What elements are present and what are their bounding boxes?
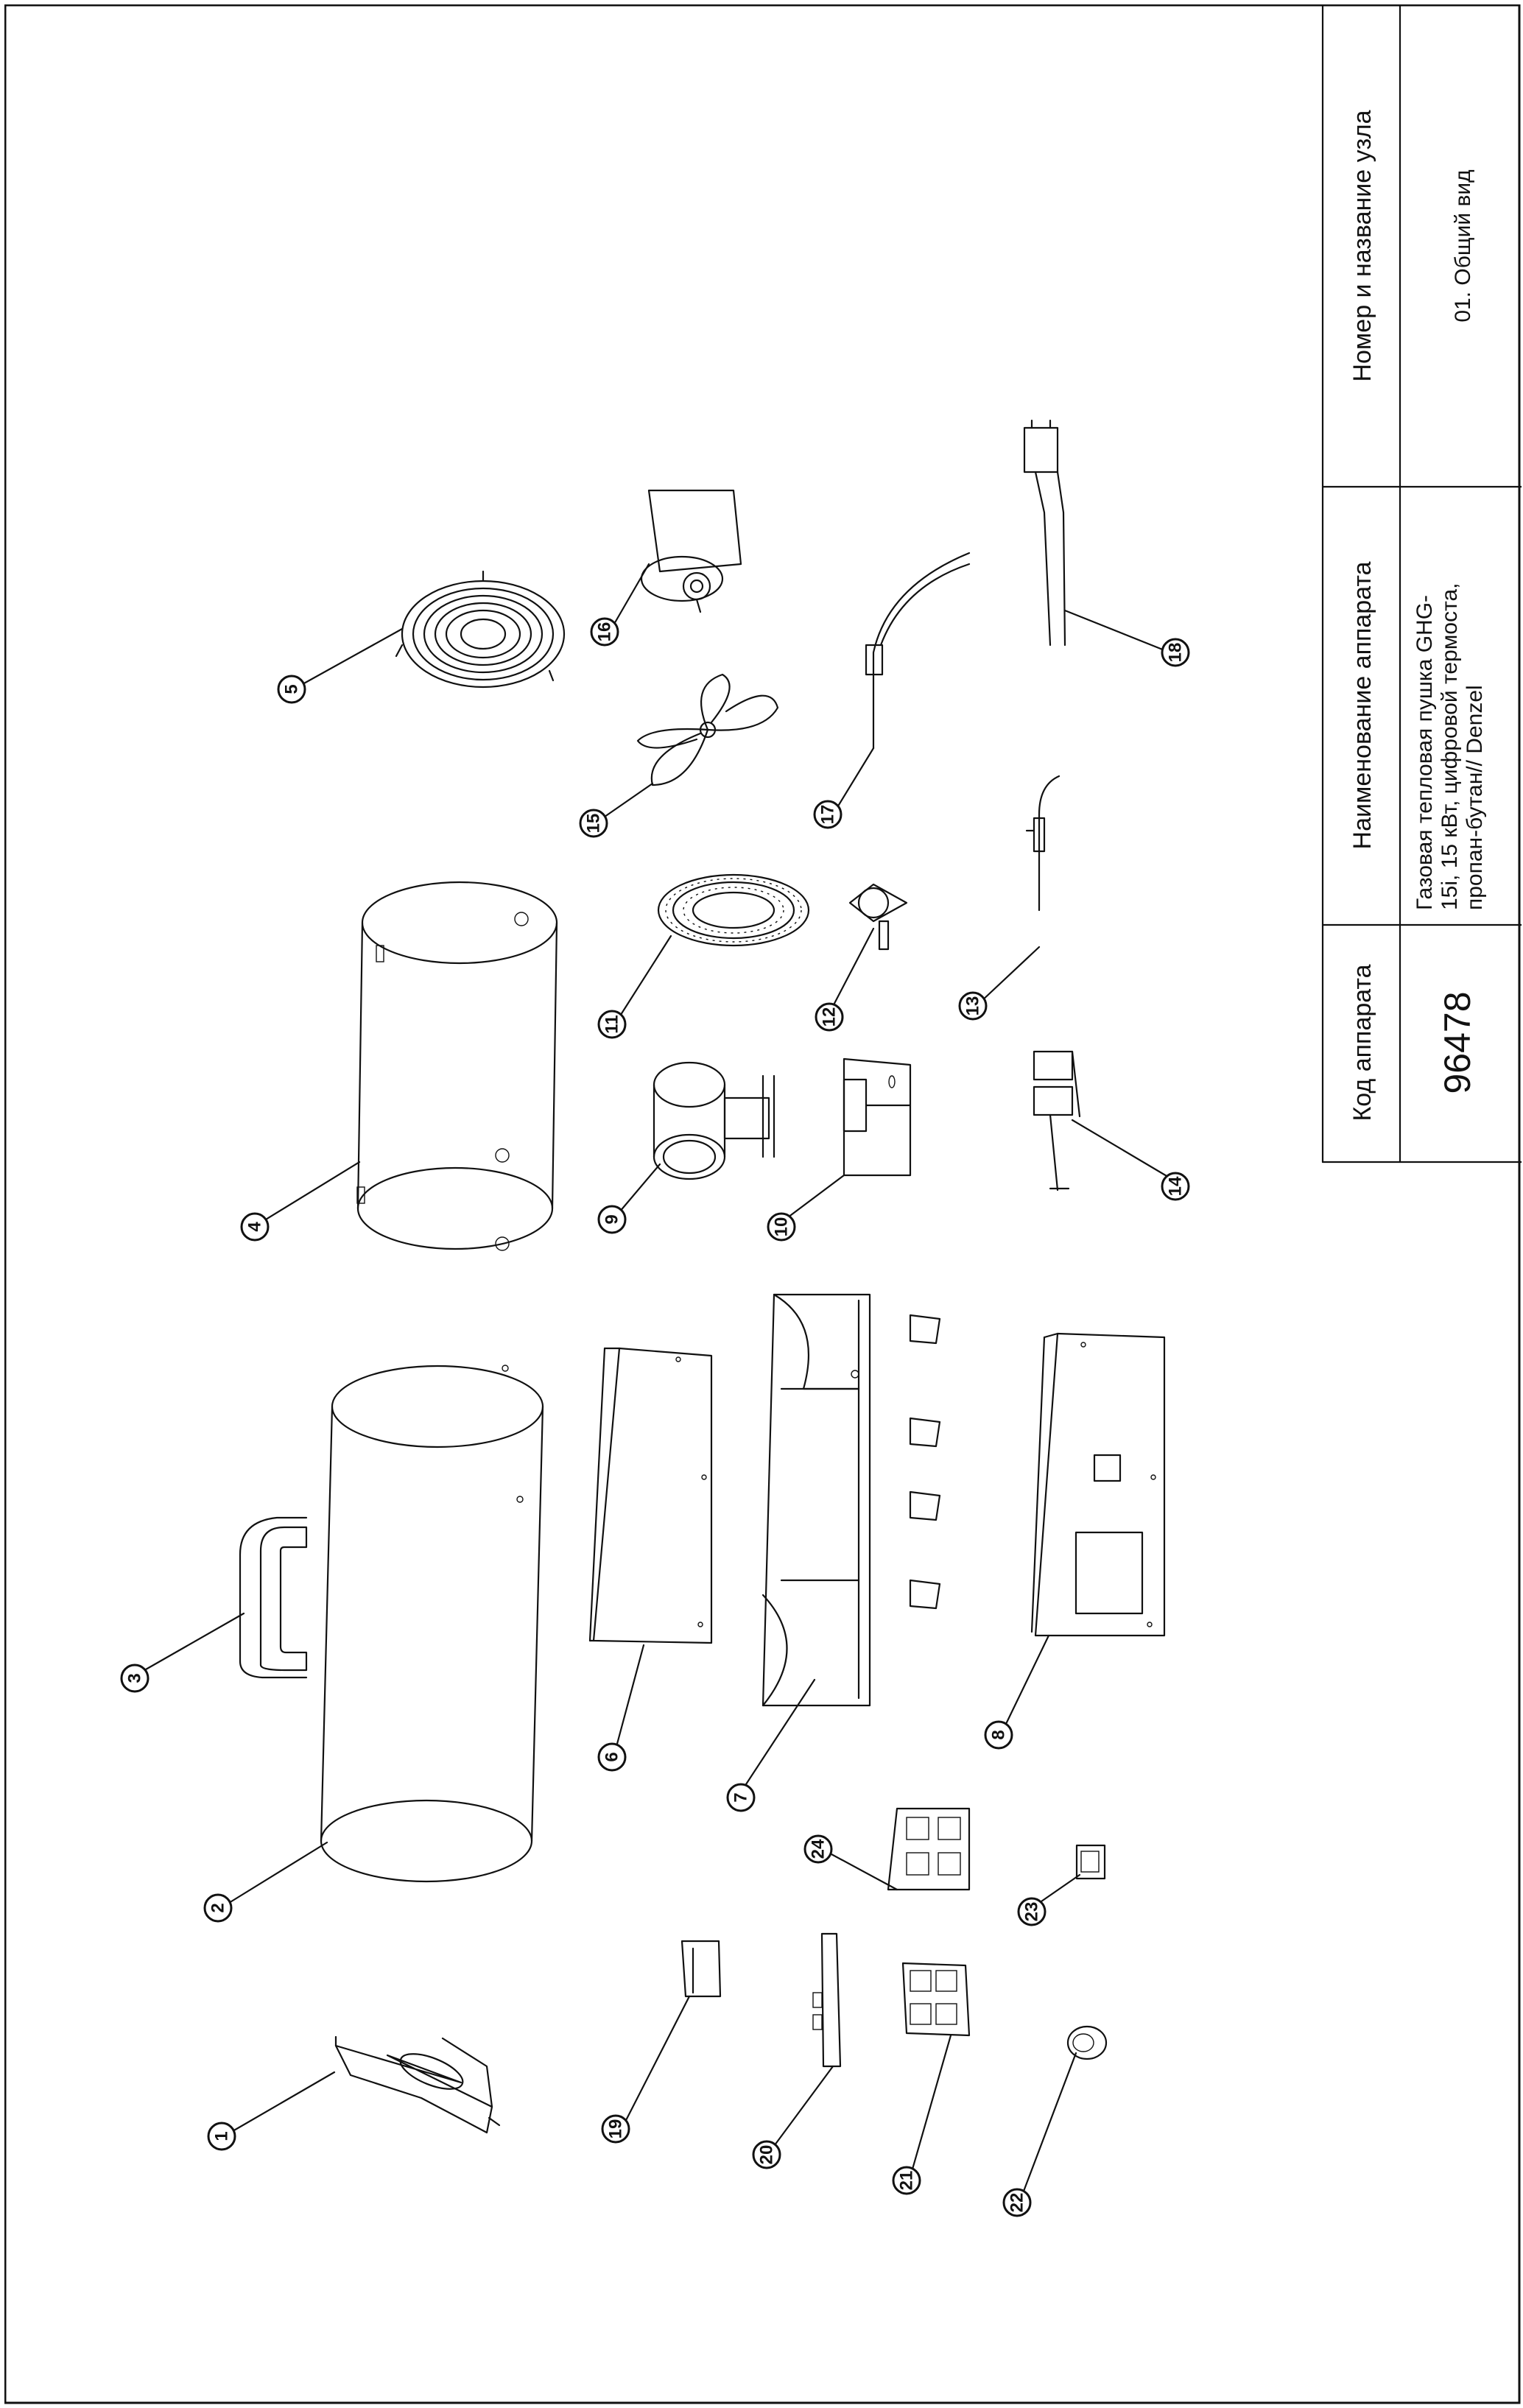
callout-4: 4 bbox=[240, 1212, 270, 1242]
svg-text:11: 11 bbox=[602, 1015, 622, 1033]
code-header: Код аппарата bbox=[1348, 964, 1376, 1121]
callout-17: 17 bbox=[813, 800, 843, 829]
svg-text:19: 19 bbox=[606, 2119, 626, 2139]
name-line-1: Газовая тепловая пушка GHG- bbox=[1413, 595, 1437, 910]
callout-24: 24 bbox=[803, 1834, 833, 1864]
part-8-control-panel-drawing bbox=[1030, 1332, 1166, 1637]
callout-7: 7 bbox=[726, 1783, 756, 1812]
svg-text:5: 5 bbox=[282, 684, 302, 694]
part-2-outer-casing-drawing bbox=[320, 1365, 544, 1883]
svg-text:10: 10 bbox=[772, 1217, 792, 1237]
sheet-border bbox=[4, 4, 1521, 2404]
svg-text:8: 8 bbox=[989, 1730, 1009, 1739]
callout-15: 15 bbox=[579, 809, 608, 838]
callout-3: 3 bbox=[120, 1664, 150, 1693]
callout-9: 9 bbox=[597, 1205, 627, 1234]
name-header: Наименование аппарата bbox=[1348, 561, 1376, 849]
callout-2: 2 bbox=[203, 1893, 233, 1923]
svg-text:1: 1 bbox=[212, 2131, 232, 2141]
part-16-motor-drawing bbox=[640, 489, 742, 613]
svg-text:23: 23 bbox=[1022, 1902, 1042, 1922]
exploded-view-diagram: Код аппарата 96478 Наименование аппарата… bbox=[4, 4, 1522, 2404]
part-21-display-board-drawing bbox=[901, 1962, 971, 2037]
name-line-2: 15i, 15 кВт, цифровой термоста, bbox=[1438, 582, 1462, 910]
svg-text:24: 24 bbox=[809, 1839, 829, 1859]
part-11-diffuser-disc-drawing bbox=[657, 873, 810, 947]
part-10-bracket-drawing bbox=[843, 1057, 912, 1177]
svg-text:4: 4 bbox=[245, 1222, 265, 1232]
parts-diagram-sheet: Код аппарата 96478 Наименование аппарата… bbox=[4, 4, 1522, 2405]
callout-5: 5 bbox=[277, 675, 306, 704]
svg-text:13: 13 bbox=[963, 996, 983, 1016]
part-13-sensor-drawing bbox=[1025, 775, 1061, 912]
part-17-igniter-drawing bbox=[865, 552, 971, 750]
part-5-fan-guard-drawing bbox=[395, 570, 566, 689]
svg-text:20: 20 bbox=[757, 2145, 777, 2165]
svg-text:16: 16 bbox=[595, 622, 615, 642]
callout-22: 22 bbox=[1002, 2188, 1032, 2217]
callout-13: 13 bbox=[958, 991, 988, 1021]
part-14-switch-drawing bbox=[1033, 1050, 1081, 1191]
unit-value: 01. Общий вид bbox=[1451, 169, 1475, 322]
name-line-3: пропан-бутан// Denzel bbox=[1463, 685, 1487, 910]
part-22-knob-drawing bbox=[1066, 2025, 1108, 2060]
svg-text:15: 15 bbox=[584, 814, 604, 834]
callout-20: 20 bbox=[752, 2140, 781, 2169]
svg-text:2: 2 bbox=[208, 1903, 228, 1912]
svg-text:6: 6 bbox=[602, 1752, 622, 1761]
svg-text:14: 14 bbox=[1166, 1176, 1186, 1196]
callout-11: 11 bbox=[597, 1010, 627, 1039]
part-9-burner-drawing bbox=[653, 1061, 775, 1180]
svg-text:12: 12 bbox=[820, 1007, 840, 1027]
callout-6: 6 bbox=[597, 1742, 627, 1772]
callout-1: 1 bbox=[207, 2122, 236, 2151]
code-value: 96478 bbox=[1437, 991, 1478, 1094]
part-23-switch-drawing bbox=[1075, 1844, 1106, 1880]
callout-23: 23 bbox=[1017, 1897, 1047, 1926]
svg-text:18: 18 bbox=[1166, 643, 1186, 663]
svg-text:21: 21 bbox=[897, 2171, 917, 2191]
callout-12: 12 bbox=[815, 1002, 844, 1032]
small-pads-drawing bbox=[909, 1314, 941, 1610]
part-12-thermostat-drawing bbox=[848, 883, 908, 951]
callout-10: 10 bbox=[767, 1212, 796, 1242]
svg-text:7: 7 bbox=[731, 1792, 751, 1802]
part-20-control-board-drawing bbox=[812, 1932, 842, 2068]
callout-16: 16 bbox=[590, 617, 619, 647]
callout-19: 19 bbox=[601, 2114, 630, 2144]
part-3-handle-drawing bbox=[239, 1516, 308, 1679]
callout-18: 18 bbox=[1161, 638, 1190, 667]
svg-text:3: 3 bbox=[125, 1673, 145, 1683]
svg-text:9: 9 bbox=[602, 1214, 622, 1224]
callout-14: 14 bbox=[1161, 1172, 1190, 1201]
title-block: Код аппарата 96478 Наименование аппарата… bbox=[1321, 4, 1522, 1163]
part-24-front-panel-drawing bbox=[887, 1807, 971, 1891]
part-15-fan-blade-drawing bbox=[636, 673, 779, 786]
svg-text:17: 17 bbox=[818, 805, 838, 825]
part-19-relay-board-drawing bbox=[680, 1940, 722, 1998]
leader-lines bbox=[139, 563, 1177, 2200]
part-7-base-tray-drawing bbox=[762, 1293, 871, 1707]
callout-8: 8 bbox=[984, 1720, 1013, 1750]
part-1-stand-drawing bbox=[334, 2035, 501, 2134]
part-6-side-panel-drawing bbox=[588, 1347, 713, 1644]
unit-header: Номер и название узла bbox=[1348, 110, 1376, 381]
part-18-power-cord-drawing bbox=[1023, 419, 1066, 647]
part-4-inner-casing-drawing bbox=[356, 881, 558, 1251]
svg-text:22: 22 bbox=[1007, 2193, 1027, 2213]
callout-21: 21 bbox=[892, 2166, 921, 2195]
